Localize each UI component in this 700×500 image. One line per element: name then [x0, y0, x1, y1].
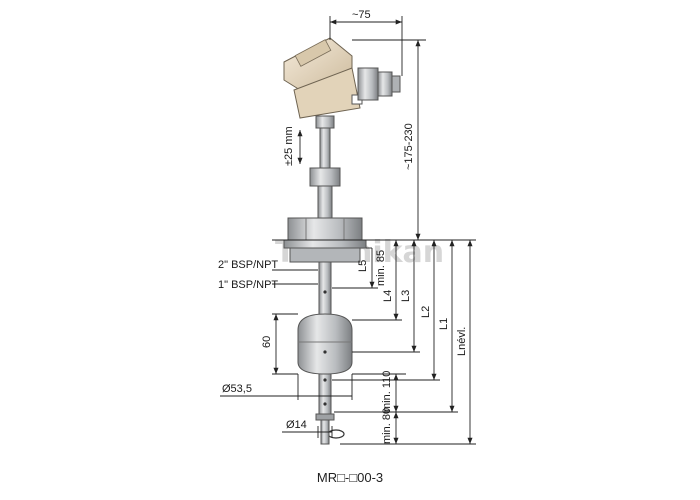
float — [297, 313, 353, 375]
dim-l1: L1 — [438, 318, 450, 330]
dim-l3: L3 — [400, 290, 412, 302]
dim-min80: min. 80 — [381, 408, 393, 444]
dim-d53: Ø53,5 — [222, 383, 252, 395]
dim-thread-2: 2" BSP/NPT — [218, 259, 278, 271]
dim-l5: L5 — [357, 260, 369, 272]
drawing-caption: MR□-□00-3 — [316, 470, 384, 485]
sensor-assembly — [283, 37, 401, 445]
dim-min85: min. 85 — [375, 250, 387, 286]
dim-head-height: ~175-230 — [403, 123, 415, 170]
dimension-labels: ~75 ~175-230 ±25 mm 2" BSP/NPT 1" BSP/NP… — [218, 9, 468, 444]
dim-min110: min. 110 — [381, 371, 393, 412]
cable-gland — [357, 67, 401, 101]
dim-l2: L2 — [420, 306, 432, 318]
mounting-nut — [283, 217, 367, 263]
connection-head — [283, 37, 401, 119]
dim-adjust: ±25 mm — [283, 126, 295, 166]
dim-d14: Ø14 — [286, 419, 307, 431]
dimension-lines — [220, 16, 476, 445]
dim-width-top: ~75 — [352, 9, 371, 21]
dim-thread-1: 1" BSP/NPT — [218, 279, 278, 291]
dim-60: 60 — [261, 336, 273, 348]
dim-lnevl: Lnévl. — [456, 327, 468, 356]
dim-l4: L4 — [382, 290, 394, 302]
